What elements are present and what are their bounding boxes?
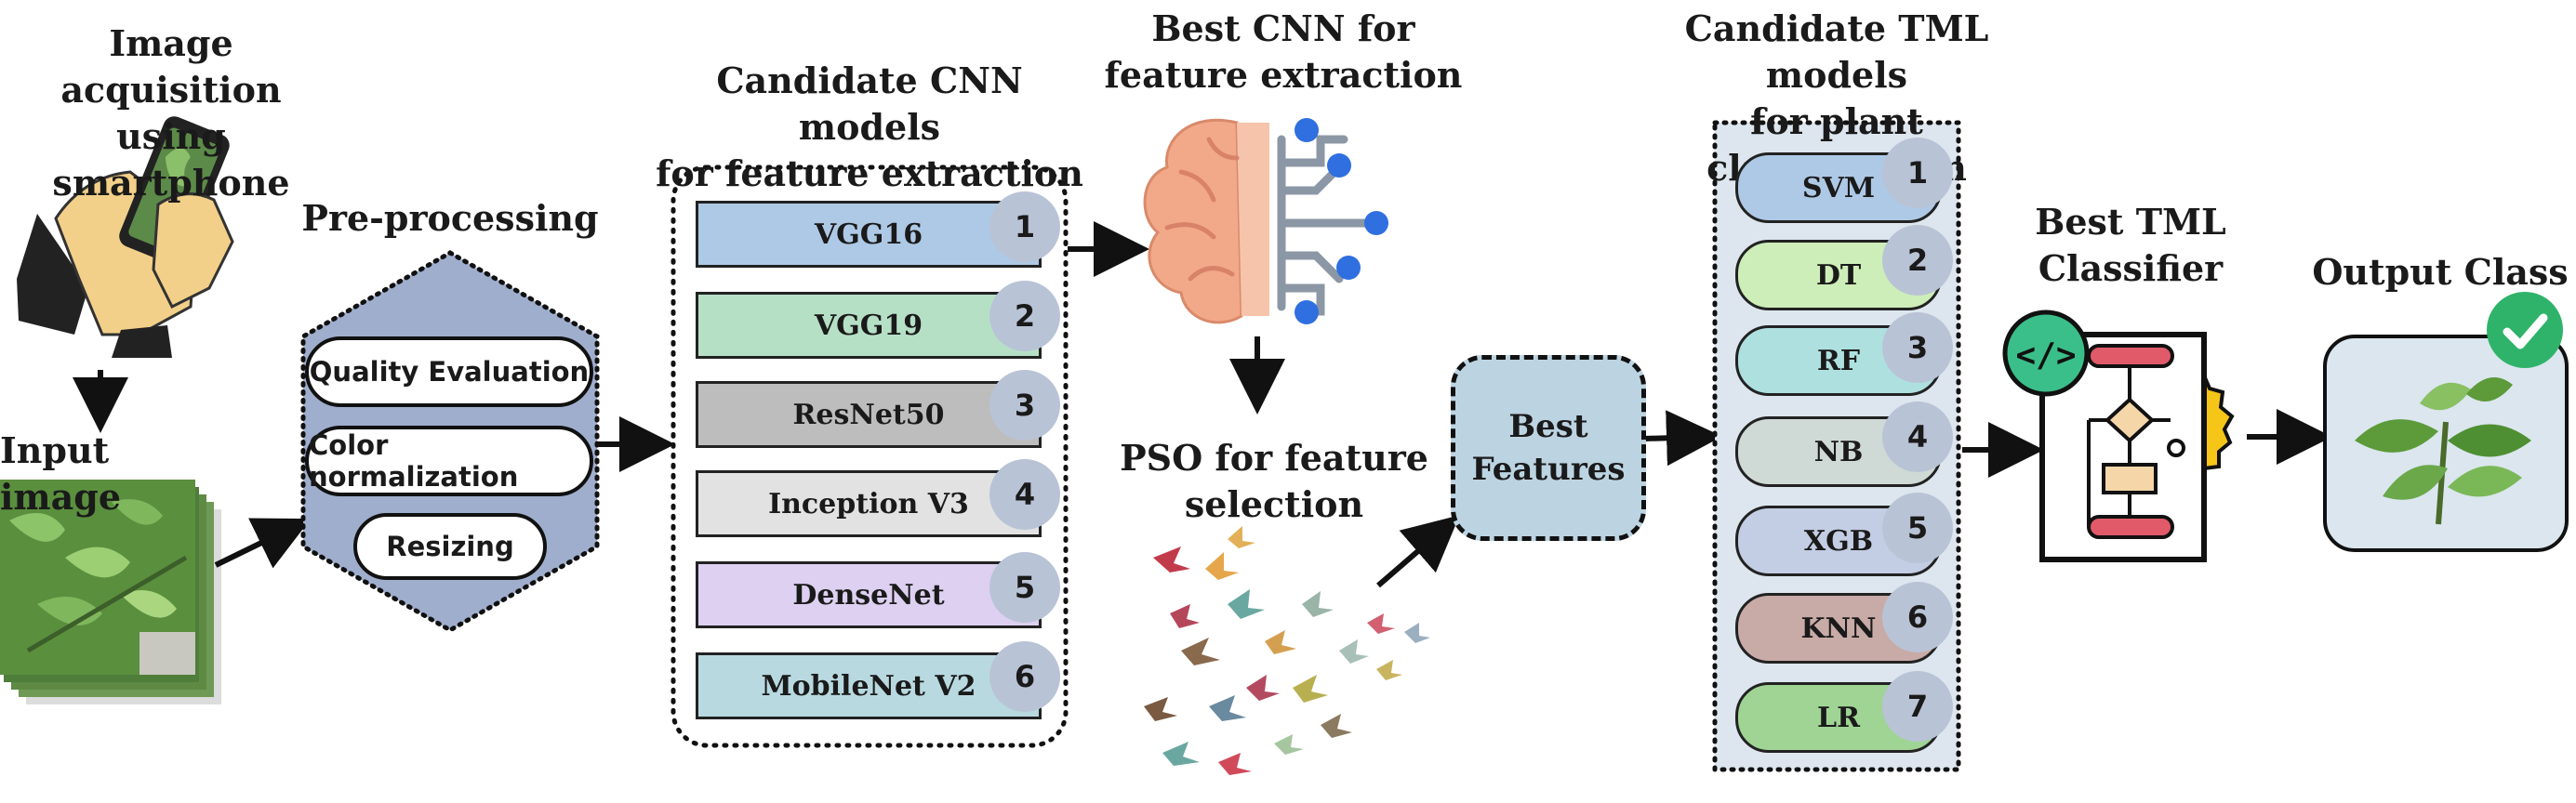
best-tml-heading-line1: Best TML xyxy=(2035,201,2226,243)
tml-model-number-3: 3 xyxy=(1882,312,1953,383)
arrow-features-to-tml xyxy=(1643,410,1722,467)
best-features-line1: Best xyxy=(1508,408,1588,445)
tml-candidates-heading: Candidate TML models for plant classific… xyxy=(1618,6,2055,191)
pso-heading: PSO for feature selection xyxy=(1107,435,1441,528)
cnn-model-resnet50: ResNet50 xyxy=(696,381,1042,448)
cnn-model-number-5: 5 xyxy=(989,552,1060,623)
acquisition-heading-line2: using smartphone xyxy=(52,115,290,204)
tml-model-number-1: 1 xyxy=(1882,138,1953,208)
cnn-model-mobilenet-v2: MobileNet V2 xyxy=(696,652,1042,719)
pso-heading-line2: selection xyxy=(1184,483,1364,525)
best-features-line2: Features xyxy=(1471,451,1626,488)
pso-heading-line1: PSO for feature xyxy=(1120,437,1428,479)
plant-leaves-icon xyxy=(2355,377,2531,525)
cnn-model-number-2: 2 xyxy=(989,281,1060,351)
cnn-model-number-1: 1 xyxy=(989,191,1060,262)
best-tml-heading-line2: Classifier xyxy=(2038,247,2224,289)
cnn-model-vgg19: VGG19 xyxy=(696,292,1042,359)
arrow-input-to-preprocessing xyxy=(214,518,312,569)
cnn-model-number-3: 3 xyxy=(989,370,1060,441)
brain-circuit-icon xyxy=(1143,118,1388,324)
cnn-model-number-4: 4 xyxy=(989,459,1060,530)
flowchart-classifier-icon: </> xyxy=(2002,309,2235,562)
best-tml-heading: Best TML Classifier xyxy=(1996,199,2265,292)
best-cnn-heading-line1: Best CNN for xyxy=(1151,7,1415,49)
arrow-pso-to-best-features xyxy=(1376,515,1460,588)
cnn-model-number-6: 6 xyxy=(989,641,1060,712)
resizing-step: Resizing xyxy=(353,513,547,580)
tml-model-number-4: 4 xyxy=(1882,402,1953,472)
best-features-box: Best Features xyxy=(1451,355,1646,541)
acquisition-heading: Image acquisition using smartphone xyxy=(4,20,339,206)
color-normalization-step: Color normalization xyxy=(305,426,593,496)
input-image-stack xyxy=(0,480,221,704)
pso-birds-swarm-icon xyxy=(1144,526,1430,775)
tml-model-number-7: 7 xyxy=(1882,671,1953,742)
quality-evaluation-step: Quality Evaluation xyxy=(305,336,593,407)
cnn-heading-line1: Candidate CNN models xyxy=(716,59,1023,148)
output-class-heading: Output Class xyxy=(2312,251,2569,293)
acquisition-heading-line1: Image acquisition xyxy=(60,22,282,111)
cnn-heading-line2: for feature extraction xyxy=(656,152,1083,194)
checkmark-icon xyxy=(2487,292,2563,368)
cnn-model-inception-v3: Inception V3 xyxy=(696,470,1042,537)
tml-model-number-2: 2 xyxy=(1882,225,1953,296)
output-class-box xyxy=(2323,335,2569,552)
cnn-candidates-heading: Candidate CNN models for feature extract… xyxy=(642,58,1097,197)
tml-model-number-5: 5 xyxy=(1882,493,1953,563)
smartphone-hand-icon xyxy=(17,116,234,358)
preprocessing-heading: Pre-processing xyxy=(301,197,599,239)
svg-text:</>: </> xyxy=(2015,336,2076,375)
input-image-heading: Input image xyxy=(0,429,122,518)
cnn-model-vgg16: VGG16 xyxy=(696,201,1042,268)
best-cnn-heading: Best CNN for feature extraction xyxy=(1097,6,1469,99)
tml-model-number-6: 6 xyxy=(1882,582,1953,652)
best-cnn-heading-line2: feature extraction xyxy=(1104,54,1463,96)
tml-heading-line1: Candidate TML models xyxy=(1684,7,1989,96)
